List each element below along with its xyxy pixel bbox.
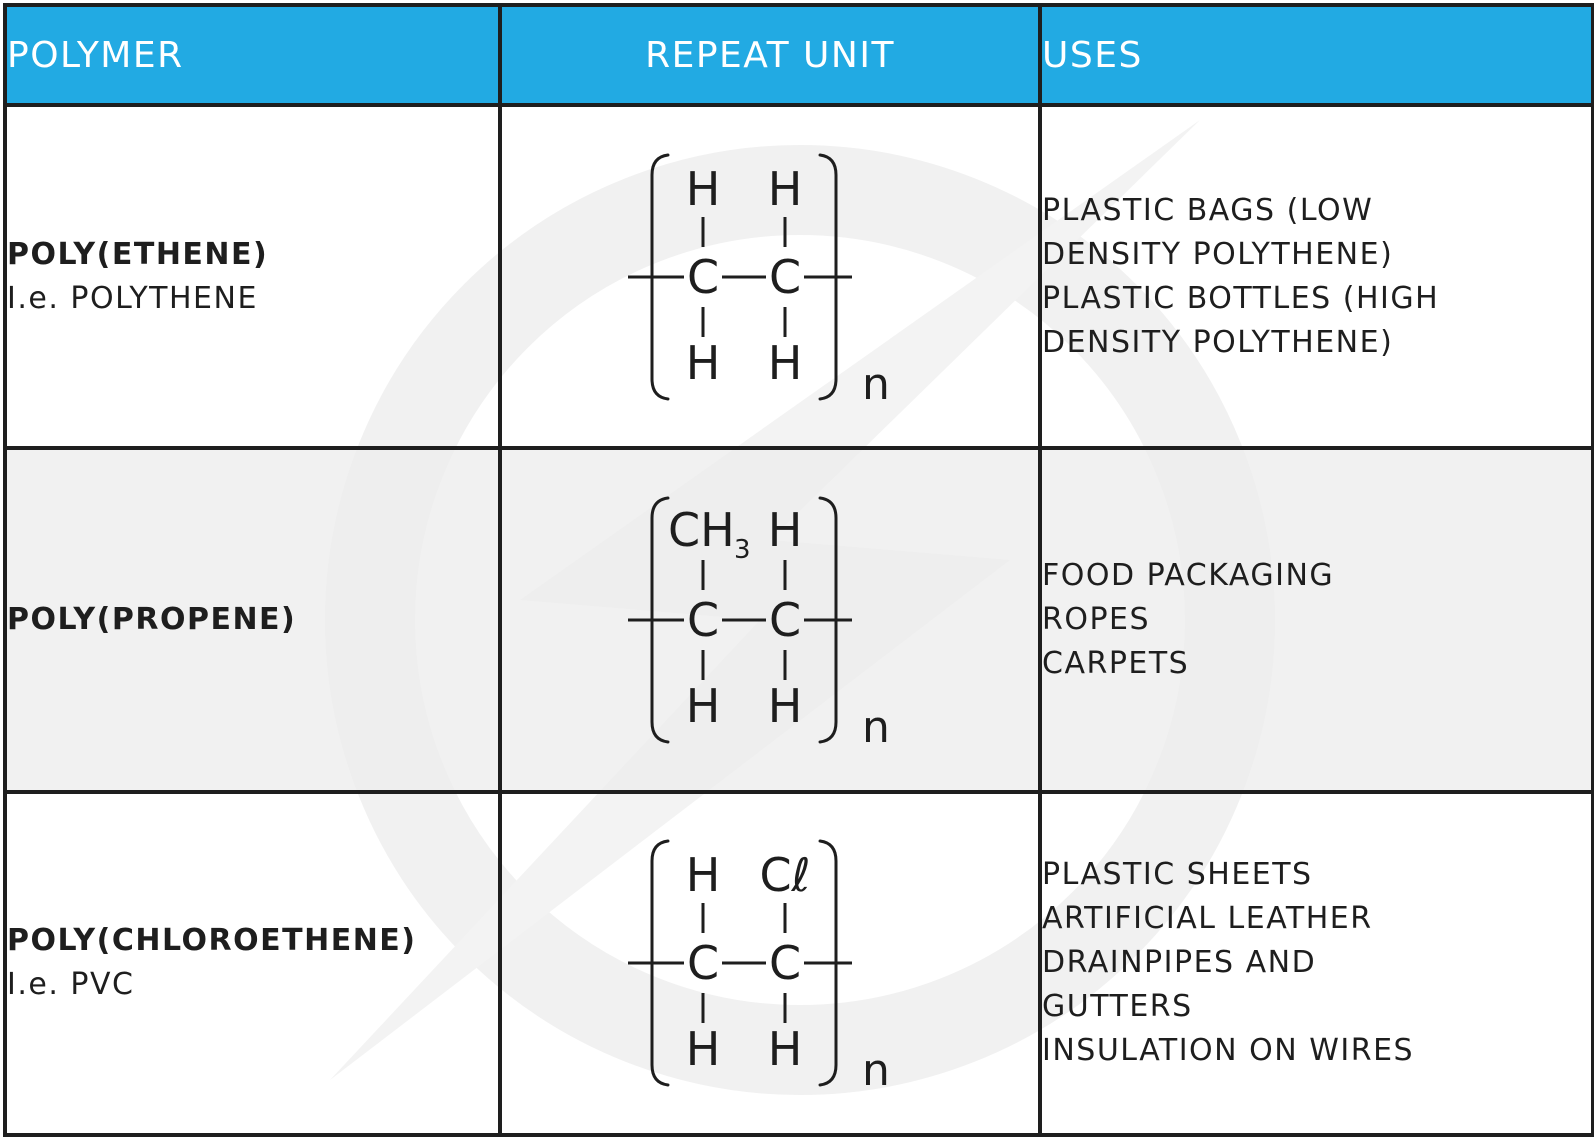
repeat-count-n: n xyxy=(862,1045,890,1093)
atom-top-left-subscript: 3 xyxy=(734,535,751,565)
atom-bottom-right: H xyxy=(768,336,803,390)
atom-carbon-left: C xyxy=(687,593,719,647)
use-item: ARTIFICIAL LEATHER xyxy=(1042,901,1373,937)
atom-bottom-left: H xyxy=(686,336,721,390)
uses-cell: FOOD PACKAGING ROPES CARPETS xyxy=(1038,446,1594,794)
use-item: FOOD PACKAGING xyxy=(1042,557,1335,593)
use-item: CARPETS xyxy=(1042,645,1190,681)
polymer-name: POLY(ETHENE) xyxy=(7,236,269,272)
table-row: POLY(ETHENE) I.e. POLYTHENE H H C xyxy=(3,102,1594,451)
repeat-count-n: n xyxy=(862,702,890,750)
use-item: DENSITY POLYTHENE) xyxy=(1042,324,1394,360)
use-item: ROPES xyxy=(1042,601,1151,637)
table-row: POLY(CHLOROETHENE) I.e. PVC H Cℓ C xyxy=(3,789,1594,1138)
use-item: INSULATION ON WIRES xyxy=(1042,1033,1415,1069)
repeat-unit-cell: CH 3 H C C H H n xyxy=(498,446,1042,794)
use-item: DRAINPIPES AND xyxy=(1042,945,1317,981)
uses-cell: PLASTIC SHEETS ARTIFICIAL LEATHER DRAINP… xyxy=(1038,789,1594,1138)
atom-carbon-right: C xyxy=(769,593,801,647)
use-item: DENSITY POLYTHENE) xyxy=(1042,236,1394,272)
atom-top-right: Cℓ xyxy=(759,848,810,902)
atom-bottom-left: H xyxy=(686,1022,721,1076)
repeat-unit-diagram: CH 3 H C C H H n xyxy=(628,496,890,750)
atom-bottom-left: H xyxy=(686,679,721,733)
repeat-unit-diagram: H H C C H H n xyxy=(628,153,890,407)
polymer-name-cell: POLY(ETHENE) I.e. POLYTHENE xyxy=(3,102,502,451)
polymer-alt-name: I.e. PVC xyxy=(7,967,135,1003)
atom-top-right: H xyxy=(768,162,803,216)
use-item: PLASTIC BAGS (LOW xyxy=(1042,192,1374,228)
atom-carbon-left: C xyxy=(687,250,719,304)
atom-bottom-right: H xyxy=(768,679,803,733)
uses-cell: PLASTIC BAGS (LOW DENSITY POLYTHENE) PLA… xyxy=(1038,102,1594,451)
header-polymer: POLYMER xyxy=(3,3,502,107)
atom-carbon-right: C xyxy=(769,936,801,990)
use-item: PLASTIC BOTTLES (HIGH xyxy=(1042,280,1440,316)
header-row: POLYMER REPEAT UNIT USES xyxy=(3,3,1594,107)
atom-top-left: H xyxy=(686,848,721,902)
atom-top-left: CH xyxy=(668,503,735,557)
polymer-name-cell: POLY(PROPENE) xyxy=(3,446,502,794)
polymer-name: POLY(CHLOROETHENE) xyxy=(7,923,417,959)
repeat-unit-cell: H H C C H H n xyxy=(498,102,1042,451)
atom-top-left: H xyxy=(686,162,721,216)
repeat-count-n: n xyxy=(862,359,890,407)
polymer-alt-name: I.e. POLYTHENE xyxy=(7,280,258,316)
atom-bottom-right: H xyxy=(768,1022,803,1076)
header-repeat-unit: REPEAT UNIT xyxy=(498,3,1042,107)
atom-carbon-right: C xyxy=(769,250,801,304)
polymer-table: POLYMER REPEAT UNIT USES POLY(ETHENE) I.… xyxy=(3,3,1594,1138)
repeat-unit-cell: H Cℓ C C H H n xyxy=(498,789,1042,1138)
use-item: PLASTIC SHEETS xyxy=(1042,857,1313,893)
atom-carbon-left: C xyxy=(687,936,719,990)
atom-top-right: H xyxy=(768,503,803,557)
header-uses: USES xyxy=(1038,3,1594,107)
polymer-name: POLY(PROPENE) xyxy=(7,601,297,637)
repeat-unit-diagram: H Cℓ C C H H n xyxy=(628,839,890,1093)
polymer-name-cell: POLY(CHLOROETHENE) I.e. PVC xyxy=(3,789,502,1138)
table-row: POLY(PROPENE) CH 3 H C C xyxy=(3,446,1594,794)
use-item: GUTTERS xyxy=(1042,989,1193,1025)
